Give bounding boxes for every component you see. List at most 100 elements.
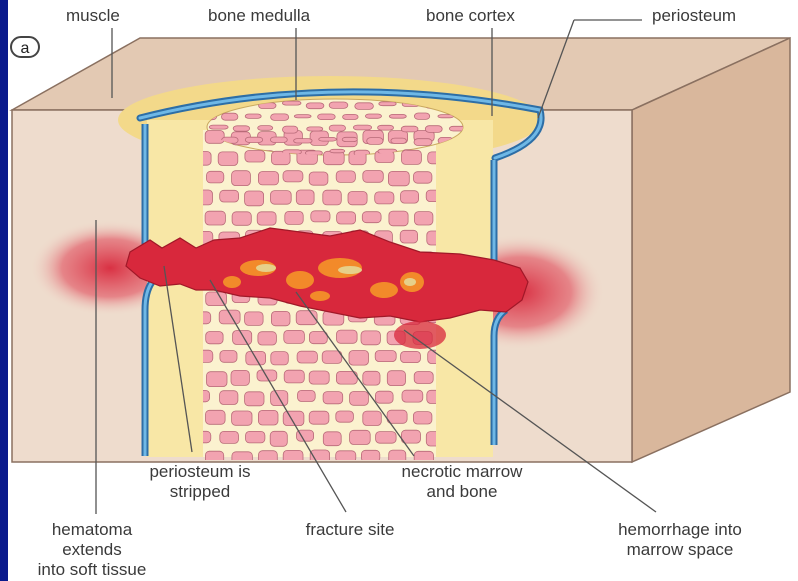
label-hematoma-line3: into soft tissue	[12, 560, 172, 580]
marrow-cell	[205, 131, 224, 144]
marrow-cell	[363, 371, 380, 385]
label-hematoma-line2: extends	[12, 540, 172, 560]
marrow-cell	[378, 125, 394, 130]
marrow-cell	[311, 211, 330, 222]
marrow-cell	[206, 332, 223, 344]
marrow-cell	[318, 114, 336, 120]
marrow-cell	[232, 212, 251, 226]
marrow-cell	[363, 411, 382, 425]
marrow-cell	[323, 151, 344, 164]
marrow-cell	[233, 331, 252, 345]
marrow-cell	[329, 125, 345, 131]
marrow-cell	[414, 113, 429, 119]
marrow-cell	[233, 126, 249, 131]
marrow-cell	[284, 370, 304, 383]
marrow-cell	[337, 330, 358, 343]
marrow-cell	[258, 332, 277, 345]
marrow-cell	[375, 192, 394, 204]
label-hemorrhage: hemorrhage into marrow space	[590, 520, 770, 560]
marrow-cell	[206, 410, 226, 424]
label-hemorrhage-line1: hemorrhage into	[590, 520, 770, 540]
marrow-cell	[297, 351, 317, 363]
marrow-cell	[220, 431, 239, 443]
marrow-cell	[220, 351, 237, 363]
marrow-cell	[258, 126, 273, 131]
panel-label: a	[10, 36, 40, 58]
marrow-cell	[402, 390, 423, 402]
marrow-cell	[298, 390, 316, 401]
marrow-cell	[387, 371, 405, 386]
marrow-cell	[306, 103, 324, 109]
marrow-cell	[270, 431, 287, 446]
marrow-cell	[218, 152, 238, 166]
label-necrotic-line2: and bone	[372, 482, 552, 502]
marrow-cell	[258, 172, 278, 185]
marrow-cell	[294, 115, 311, 118]
marrow-cell	[271, 352, 289, 365]
marrow-cell	[337, 212, 356, 224]
marrow-cell	[365, 114, 381, 118]
marrow-cell	[309, 332, 327, 344]
marrow-cell	[220, 190, 239, 202]
marrow-cell	[258, 410, 278, 425]
marrow-hemorrhage	[394, 321, 446, 349]
marrow-cell	[283, 126, 298, 133]
label-fracture-site: fracture site	[280, 520, 420, 540]
marrow-cell	[232, 411, 252, 425]
marrow-cell	[309, 411, 329, 424]
marrow-cell	[245, 137, 262, 142]
marrow-cell	[271, 311, 290, 325]
marrow-cell	[391, 138, 407, 143]
marrow-cell	[336, 171, 355, 183]
marrow-cell	[361, 331, 380, 345]
label-periosteum-stripped-line1: periosteum is	[115, 462, 285, 482]
marrow-cell	[425, 126, 442, 133]
label-periosteum: periosteum	[652, 6, 736, 26]
marrow-cell	[379, 102, 396, 106]
marrow-cell	[342, 137, 357, 141]
marrow-cell	[296, 190, 314, 205]
marrow-cell	[414, 172, 432, 184]
marrow-cell	[257, 212, 276, 225]
label-hematoma: hematoma extends into soft tissue	[12, 520, 172, 580]
marrow-cell	[355, 103, 374, 110]
label-bone-cortex: bone cortex	[426, 6, 515, 26]
marrow-cell	[336, 411, 354, 422]
marrow-cell	[350, 392, 369, 406]
marrow-cell	[207, 171, 224, 183]
marrow-cell	[323, 190, 342, 205]
marrow-cell	[207, 372, 228, 387]
marrow-cell	[343, 114, 359, 119]
marrow-cell	[363, 171, 384, 183]
marrow-cell	[329, 102, 348, 108]
marrow-cell	[294, 139, 313, 143]
marrow-cell	[232, 171, 251, 186]
marrow-cell	[389, 114, 406, 118]
marrow-cell	[362, 212, 381, 223]
marrow-cell	[413, 412, 432, 424]
marrow-cell	[400, 230, 417, 243]
marrow-cell	[245, 114, 261, 118]
marrow-cell	[401, 430, 420, 443]
marrow-cell	[245, 151, 265, 163]
marrow-cell	[367, 138, 383, 145]
marrow-cell	[348, 192, 367, 205]
marrow-cell	[284, 330, 305, 343]
marrow-cell	[231, 370, 249, 385]
marrow-cell	[401, 351, 421, 362]
marrow-cell	[387, 410, 407, 423]
marrow-cell	[323, 432, 341, 446]
marrow-cell	[402, 150, 422, 164]
marrow-cell	[375, 391, 393, 403]
marrow-cell	[376, 432, 397, 444]
marrow-cell	[309, 371, 329, 384]
marrow-cell	[245, 312, 264, 326]
label-necrotic-line1: necrotic marrow	[372, 462, 552, 482]
marrow-cell	[271, 114, 289, 121]
label-hematoma-line1: hematoma	[12, 520, 172, 540]
marrow-cell	[209, 125, 228, 129]
marrow-cell	[330, 149, 345, 153]
marrow-cell	[283, 171, 303, 182]
marrow-cell	[222, 113, 238, 120]
marrow-cell	[323, 392, 343, 404]
